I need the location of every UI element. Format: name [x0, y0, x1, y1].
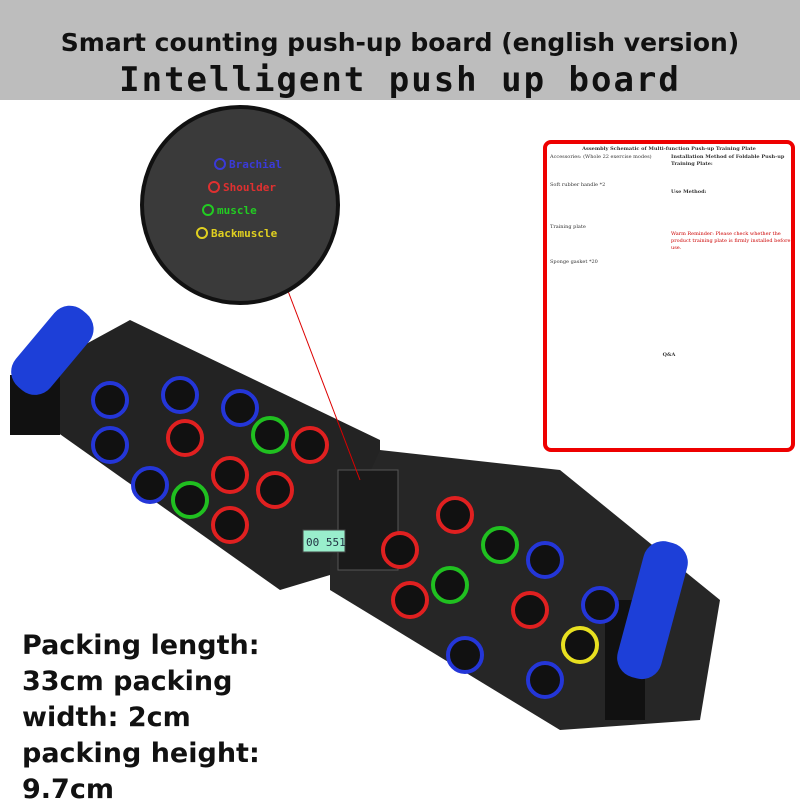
lcd-display — [302, 529, 346, 553]
manual-warning: Warm Reminder: Please check whether the … — [671, 231, 791, 251]
hand-position-hole — [211, 456, 249, 494]
hand-position-hole — [251, 416, 289, 454]
hand-position-hole — [391, 581, 429, 619]
product-subtitle: Intelligent push up board — [119, 60, 681, 100]
hand-position-hole — [526, 541, 564, 579]
hand-position-hole — [171, 481, 209, 519]
hand-position-hole — [221, 389, 259, 427]
hand-position-hole — [161, 376, 199, 414]
manual-item: Accessories: (Whole 22 exercise modes) — [550, 154, 652, 160]
product-title: Smart counting push-up board (english ve… — [60, 28, 740, 57]
manual-qa: Q&A — [662, 352, 676, 358]
hand-position-hole — [166, 419, 204, 457]
spec-line: packing height: — [22, 738, 260, 769]
hand-position-hole — [446, 636, 484, 674]
title-banner: Smart counting push-up board (english ve… — [0, 0, 800, 100]
hand-position-hole — [481, 526, 519, 564]
hand-position-hole — [131, 466, 169, 504]
muscle-group-label: Brachial — [229, 158, 282, 171]
right-handle — [605, 541, 688, 720]
spec-line: Packing length: — [22, 630, 260, 661]
packing-specs: Packing length: 33cm packing width: 2cm … — [22, 628, 260, 808]
color-ring-icon — [214, 158, 226, 170]
color-ring-icon — [196, 227, 208, 239]
muscle-group-label: Backmuscle — [211, 227, 278, 240]
manual-item: Sponge gasket *20 — [550, 259, 598, 265]
instruction-manual: Assembly Schematic of Multi-function Pus… — [543, 140, 795, 452]
muscle-group-label: Shoulder — [223, 181, 276, 194]
hand-position-hole — [526, 661, 564, 699]
spec-line: 9.7cm — [22, 774, 114, 805]
spec-line: width: 2cm — [22, 702, 191, 733]
hand-position-hole — [91, 381, 129, 419]
hand-position-hole — [291, 426, 329, 464]
manual-item: Training plate — [550, 224, 586, 230]
lcd-readout: 00 551 — [306, 536, 346, 549]
spec-line: 33cm packing — [22, 666, 233, 697]
manual-heading: Installation Method of Foldable Push-up … — [671, 154, 785, 167]
manual-heading: Use Method: — [671, 189, 707, 195]
hand-position-hole — [211, 506, 249, 544]
manual-title: Assembly Schematic of Multi-function Pus… — [582, 146, 756, 152]
hand-position-hole — [381, 531, 419, 569]
hand-position-hole — [511, 591, 549, 629]
hand-position-hole — [561, 626, 599, 664]
manual-item: Soft rubber handle *2 — [550, 182, 606, 188]
hand-position-hole — [91, 426, 129, 464]
zoom-inset — [140, 105, 340, 305]
color-ring-icon — [208, 181, 220, 193]
hand-position-hole — [431, 566, 469, 604]
hand-position-hole — [256, 471, 294, 509]
muscle-group-label: muscle — [217, 204, 257, 217]
color-ring-icon — [202, 204, 214, 216]
hand-position-hole — [581, 586, 619, 624]
hand-position-hole — [436, 496, 474, 534]
left-handle — [10, 305, 94, 435]
